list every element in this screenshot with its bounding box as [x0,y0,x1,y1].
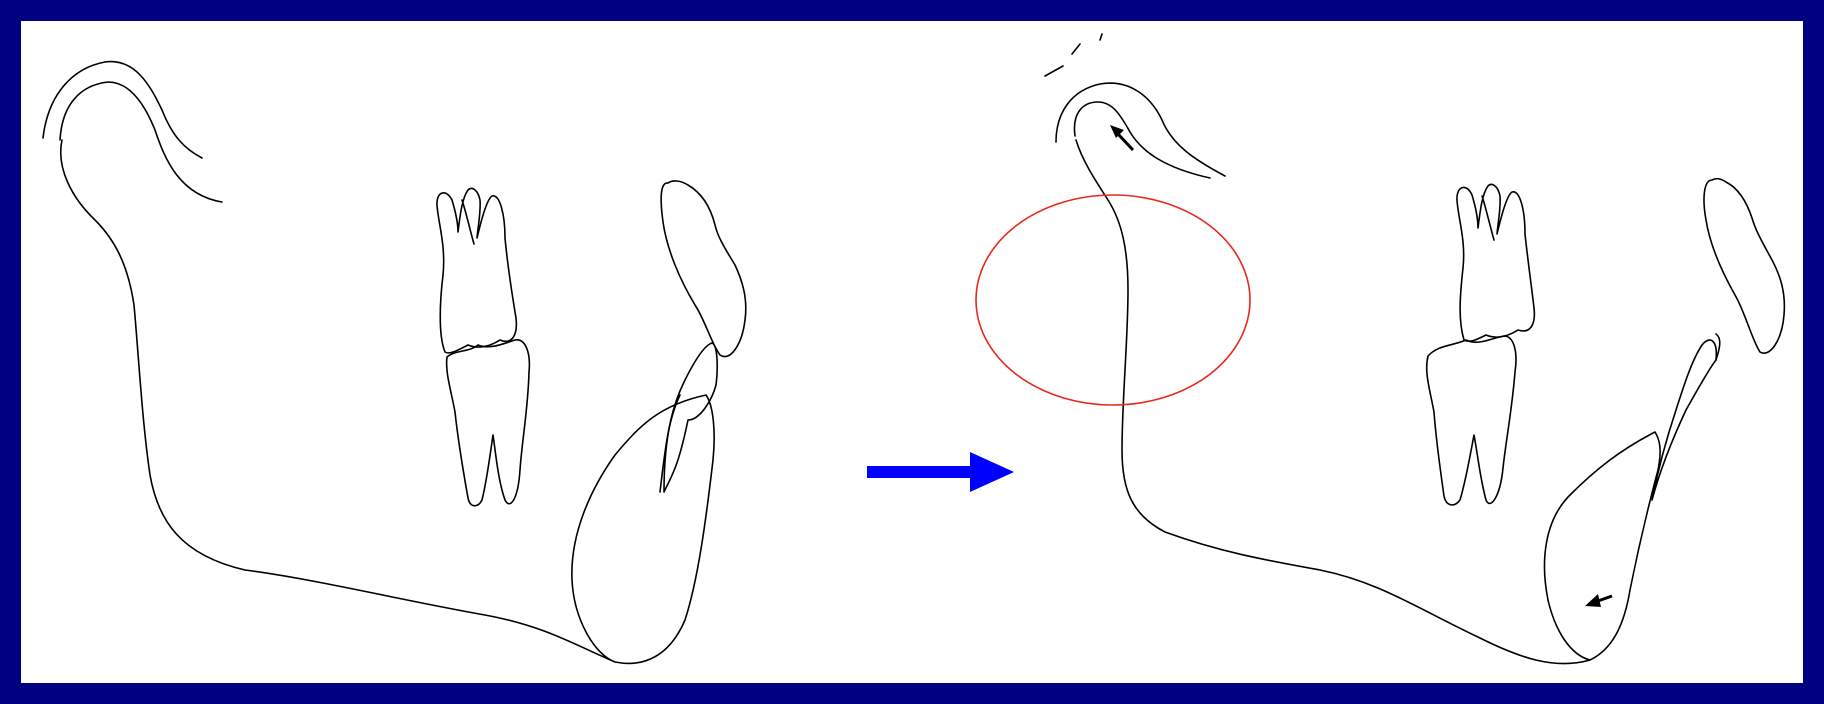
arrow-left-icon [1585,594,1612,607]
right-panel [1045,34,1784,664]
left-lower-incisor-root [660,395,680,492]
right-glenoid-fossa [1056,83,1225,176]
left-lower-molar [447,340,530,506]
right-glenoid-fossa-inner [1074,102,1210,178]
left-mandible [61,140,714,663]
left-upper-incisor [661,181,746,357]
right-lower-molar [1427,336,1516,505]
right-lower-incisor-tip [1716,334,1720,360]
left-upper-molar-furcation [462,200,474,244]
radiating-lines-icon [1045,34,1102,76]
right-mandible [1076,140,1660,664]
right-upper-incisor [1704,179,1784,353]
left-upper-molar [437,188,516,352]
arrow-up-left-icon [1110,125,1133,150]
highlight-circle [976,195,1250,405]
right-lower-incisor [1652,340,1716,500]
left-panel [43,62,746,664]
right-upper-molar [1457,184,1534,341]
left-glenoid-fossa-inner [60,82,222,202]
right-arrow-icon [867,452,1014,492]
right-upper-molar-furcation [1482,196,1494,240]
